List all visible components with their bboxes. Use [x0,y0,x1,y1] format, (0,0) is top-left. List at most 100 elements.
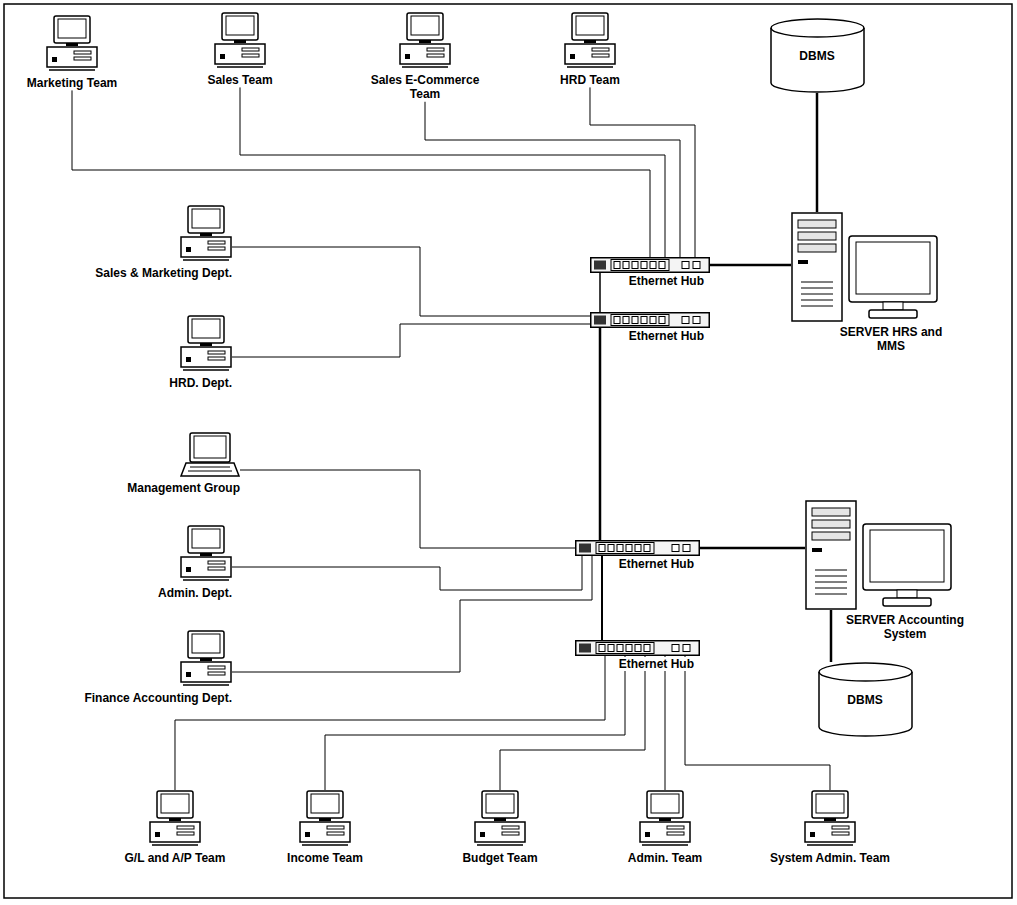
vent-line [815,582,847,583]
uplink-port [693,317,700,324]
monitor-frame [407,13,443,40]
network-cable [500,656,645,790]
uplink-port [672,645,679,652]
system-unit [181,557,231,577]
network-cable [816,93,819,212]
hub-port [644,545,650,552]
system-unit [400,44,450,64]
hub-port [614,262,620,269]
drive-bay [208,241,225,244]
workstation: Sales E-Commerce Team [364,12,486,102]
monitor-stand [824,818,836,821]
hub-port [644,645,650,652]
server: SERVER HRS and MMS [791,212,941,322]
node-label: Ethernet Hub [617,657,696,671]
computer-icon [474,790,526,848]
power-button [186,672,191,677]
hub-port [599,645,605,652]
power-button [186,567,191,572]
computer-icon [299,790,351,848]
hub-port [635,645,641,652]
drive-bay [592,48,609,51]
workstation: Finance Accounting Dept. [84,630,232,705]
node-label: Admin. Team [628,851,702,865]
drive-bay [208,351,225,354]
power-button [480,832,485,837]
hub-symbol [575,540,700,556]
node-label: Ethernet Hub [617,557,696,571]
hub-symbol [590,312,710,328]
drive-bay [208,666,225,669]
cylinder-body [819,663,912,736]
monitor-stand [659,818,671,821]
monitor-frame [157,791,193,818]
hub-panel [579,644,591,653]
network-cable [710,264,791,267]
drive-bay [177,832,194,835]
monitor-screen [192,634,220,653]
vent-line [801,300,833,301]
hub-body [591,313,710,328]
database: DBMS [770,18,865,93]
server-icon [805,500,955,610]
hub-port [617,545,623,552]
system-unit [640,822,690,842]
system-unit [181,237,231,257]
vent-line [801,288,833,289]
power-button [570,54,575,59]
drive-bay [74,57,91,60]
node-label: Sales & Marketing Dept. [95,266,232,280]
system-unit [150,822,200,842]
hub-port [599,545,605,552]
network-cable [665,656,666,790]
monitor-screen [192,529,220,548]
drive-bay [667,832,684,835]
network-cable [175,656,605,790]
drive-bay [427,54,444,57]
computer-icon [804,790,856,848]
drive-bay [502,826,519,829]
hub-port [617,645,623,652]
monitor-frame [188,316,224,343]
hub-port [614,317,620,324]
system-unit [181,347,231,367]
monitor-screen [651,794,679,813]
hub-panel [579,544,591,553]
drive-bay [208,567,225,570]
monitor-frame [849,236,937,302]
network-cable [601,556,603,640]
unit-foot [567,66,613,68]
hub-port [659,262,665,269]
cylinder-rim [771,28,864,37]
system-unit [565,44,615,64]
computer-icon [180,630,232,688]
monitor-screen [161,794,189,813]
network-cable [830,610,833,662]
ethernet-hub: Ethernet Hub [575,640,700,656]
node-label: DBMS [770,49,865,63]
hub-panel [594,316,606,325]
power-button [220,54,225,59]
node-label: HRD. Dept. [169,376,232,390]
network-cable [240,470,575,548]
computer-icon [399,12,451,70]
power-button [305,832,310,837]
unit-foot [183,684,229,686]
drive-bay [667,826,684,829]
drive-bay [208,561,225,564]
monitor-stand [200,233,212,236]
node-label: Ethernet Hub [627,274,706,288]
unit-foot [183,579,229,581]
uplink-port [683,545,690,552]
vent-line [801,294,833,295]
computer-icon [46,15,98,73]
keyboard-row [188,471,232,472]
workstation: Admin. Team [628,790,702,865]
server-tower [806,501,856,609]
unit-foot [217,66,263,68]
node-label: Budget Team [462,851,537,865]
computer-icon [214,12,266,70]
monitor-frame [188,631,224,658]
